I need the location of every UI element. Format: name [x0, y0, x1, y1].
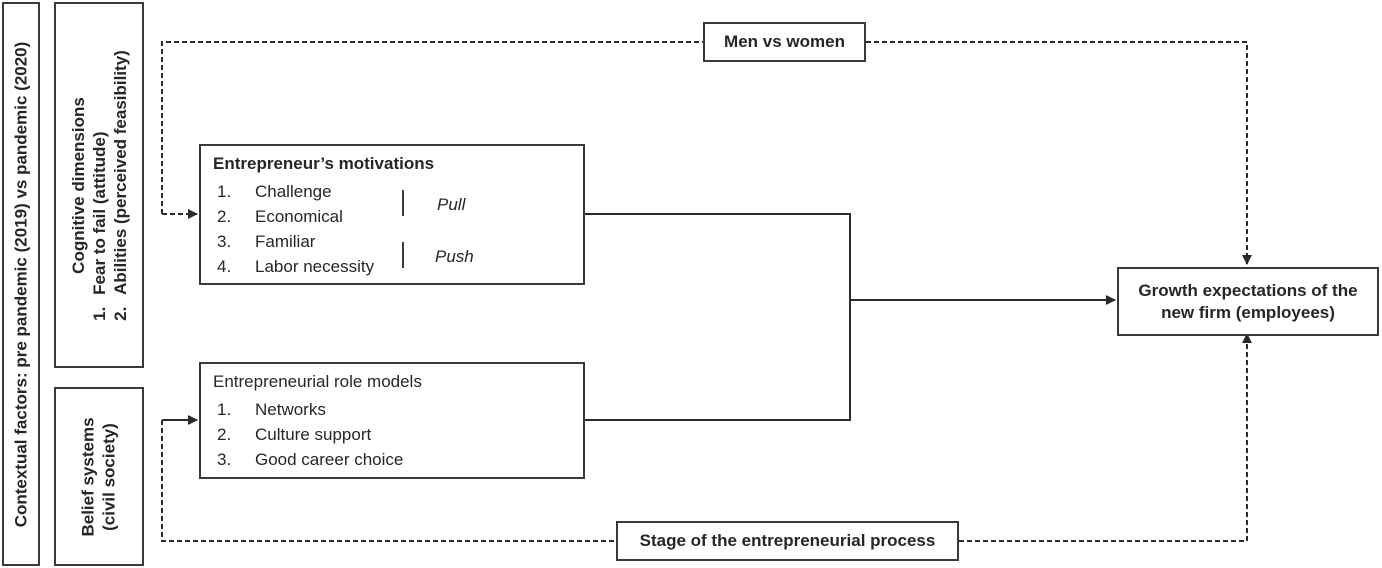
men-vs-women-label: Men vs women — [724, 32, 845, 51]
push-bracket — [402, 242, 404, 268]
motivation-item: 4.Labor necessity — [217, 257, 375, 276]
stage-process-label: Stage of the entrepreneurial process — [639, 531, 936, 550]
cognitive-item: 1.Fear to fail (attitude) — [89, 130, 109, 321]
motivation-item: 3.Familiar — [217, 232, 316, 251]
role-models-box: Entrepreneurial role models 1.Networks 2… — [199, 362, 585, 479]
belief-systems-line2: (civil society) — [100, 422, 120, 531]
pull-bracket — [402, 190, 404, 216]
growth-expectations-line1: Growth expectations of the — [1138, 280, 1358, 300]
dashed-bottom-left-line — [161, 420, 616, 542]
motivation-item: 2.Economical — [217, 207, 343, 226]
growth-expectations-line2: new firm (employees) — [1161, 302, 1335, 322]
contextual-factors-label: Contextual factors: pre pandemic (2019) … — [11, 41, 31, 527]
motivations-box: Entrepreneur’s motivations 1.Challenge 2… — [199, 144, 585, 285]
belief-systems-box: Belief systems (civil society) — [54, 387, 144, 566]
cognitive-item: 2.Abilities (perceived feasibility) — [110, 49, 130, 321]
stage-process-box: Stage of the entrepreneurial process — [616, 521, 959, 561]
dashed-top-right-arrow — [866, 41, 1252, 265]
motivations-title: Entrepreneur’s motivations — [213, 154, 435, 173]
growth-expectations-text: Growth expectations of the new firm (emp… — [1138, 280, 1357, 324]
growth-expectations-box: Growth expectations of the new firm (emp… — [1117, 267, 1379, 336]
role-model-item: 3.Good career choice — [217, 450, 404, 469]
motivation-item: 1.Challenge — [217, 182, 332, 201]
dashed-bottom-right-arrow — [959, 333, 1252, 542]
men-vs-women-box: Men vs women — [703, 22, 866, 62]
cognitive-dimensions-title: Cognitive dimensions — [68, 96, 88, 274]
role-models-title: Entrepreneurial role models — [213, 372, 422, 391]
role-model-item: 1.Networks — [217, 400, 326, 419]
motivations-connector — [585, 213, 851, 421]
role-model-item: 2.Culture support — [217, 425, 372, 444]
cognitive-dimensions-text: Cognitive dimensions 1.Fear to fail (att… — [68, 50, 131, 321]
dashed-top-left-line — [161, 41, 703, 214]
contextual-factors-box: Contextual factors: pre pandemic (2019) … — [2, 2, 40, 566]
push-label: Push — [435, 247, 474, 266]
pull-label: Pull — [437, 195, 466, 214]
cognitive-dimensions-box: Cognitive dimensions 1.Fear to fail (att… — [54, 2, 144, 368]
belief-systems-text: Belief systems (civil society) — [78, 417, 120, 536]
belief-systems-line1: Belief systems — [79, 416, 99, 537]
